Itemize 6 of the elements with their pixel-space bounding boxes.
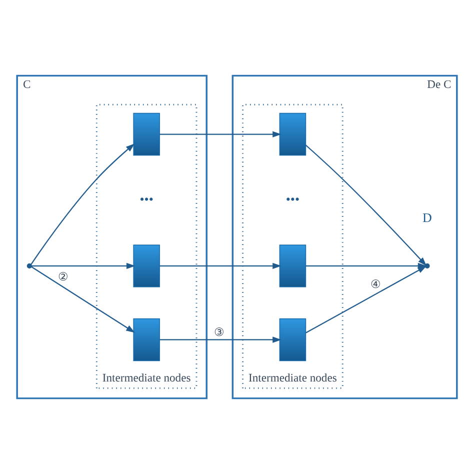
label: ••• xyxy=(140,191,154,206)
label: D xyxy=(422,210,432,226)
edge-label: ④ xyxy=(370,278,382,292)
label: ••• xyxy=(286,191,300,206)
edge-label: ② xyxy=(58,270,69,284)
edge-label: ③ xyxy=(214,326,226,339)
